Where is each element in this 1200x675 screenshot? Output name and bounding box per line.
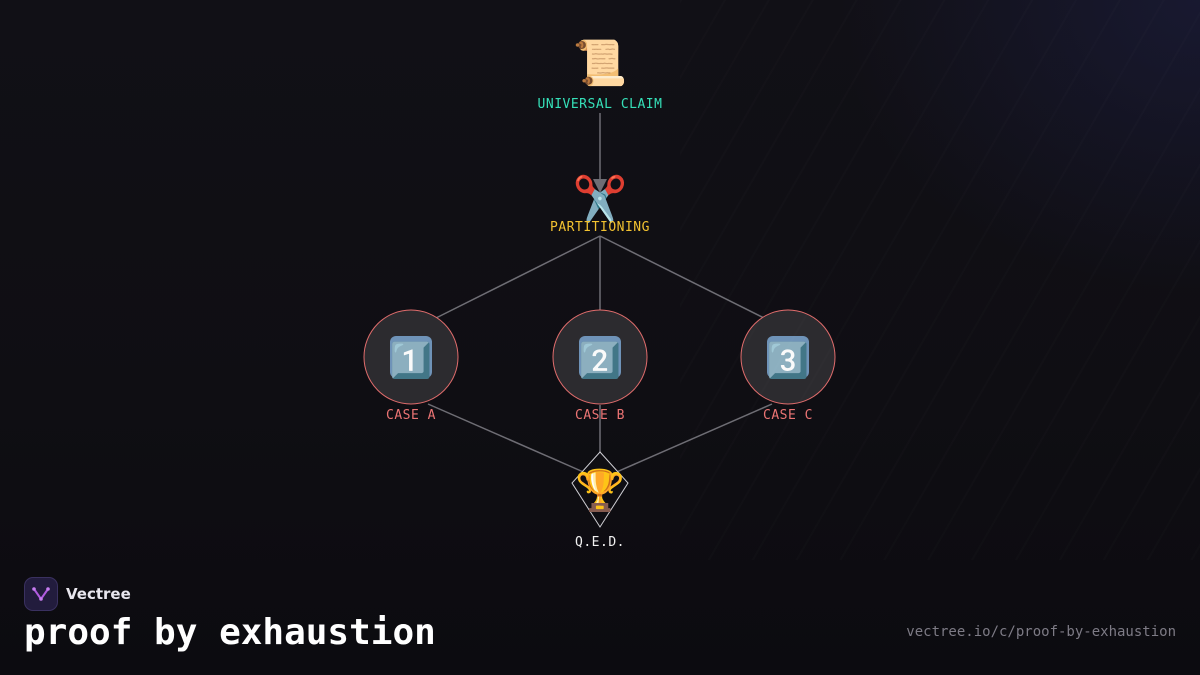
node-case-b-label: CASE B <box>575 408 625 423</box>
edge-case-c-to-qed <box>611 403 773 475</box>
edge-partition-to-case-a <box>431 235 601 321</box>
trophy-icon: 🏆 <box>575 467 625 514</box>
case-c-keycap <box>767 336 809 378</box>
page-url[interactable]: vectree.io/c/proof-by-exhaustion <box>906 624 1176 640</box>
node-case-a-label: CASE A <box>386 408 436 423</box>
qed-diamond <box>571 451 629 528</box>
node-case-c[interactable]: 3️⃣ CASE C <box>740 309 836 423</box>
node-case-c-label: CASE C <box>763 408 813 423</box>
scissors-icon: ✂️ <box>573 172 628 225</box>
case-a-keycap <box>390 336 432 378</box>
edge-partition-to-case-c <box>599 235 769 321</box>
node-universal-claim[interactable]: 📜 UNIVERSAL CLAIM <box>538 38 663 112</box>
keycap-three-icon: 3️⃣ <box>767 341 809 381</box>
keycap-one-icon: 1️⃣ <box>390 341 432 381</box>
edge-case-a-to-qed <box>427 403 589 475</box>
node-partitioning-label: PARTITIONING <box>550 220 650 235</box>
node-partitioning[interactable]: ✂️ PARTITIONING <box>550 172 650 235</box>
brand-name: Vectree <box>66 585 131 603</box>
node-universal-claim-label: UNIVERSAL CLAIM <box>538 97 663 112</box>
keycap-two-icon: 2️⃣ <box>579 341 621 381</box>
node-case-a[interactable]: 1️⃣ CASE A <box>363 309 459 423</box>
vectree-logo-icon <box>24 577 58 611</box>
scroll-icon: 📜 <box>573 38 628 89</box>
page-title: proof by exhaustion <box>24 612 436 653</box>
edges <box>427 113 773 475</box>
node-case-b[interactable]: 2️⃣ CASE B <box>552 309 648 423</box>
case-b-keycap <box>579 336 621 378</box>
brand[interactable]: Vectree <box>24 577 131 611</box>
node-qed[interactable]: 🏆 Q.E.D. <box>571 451 629 550</box>
node-qed-label: Q.E.D. <box>575 535 625 550</box>
